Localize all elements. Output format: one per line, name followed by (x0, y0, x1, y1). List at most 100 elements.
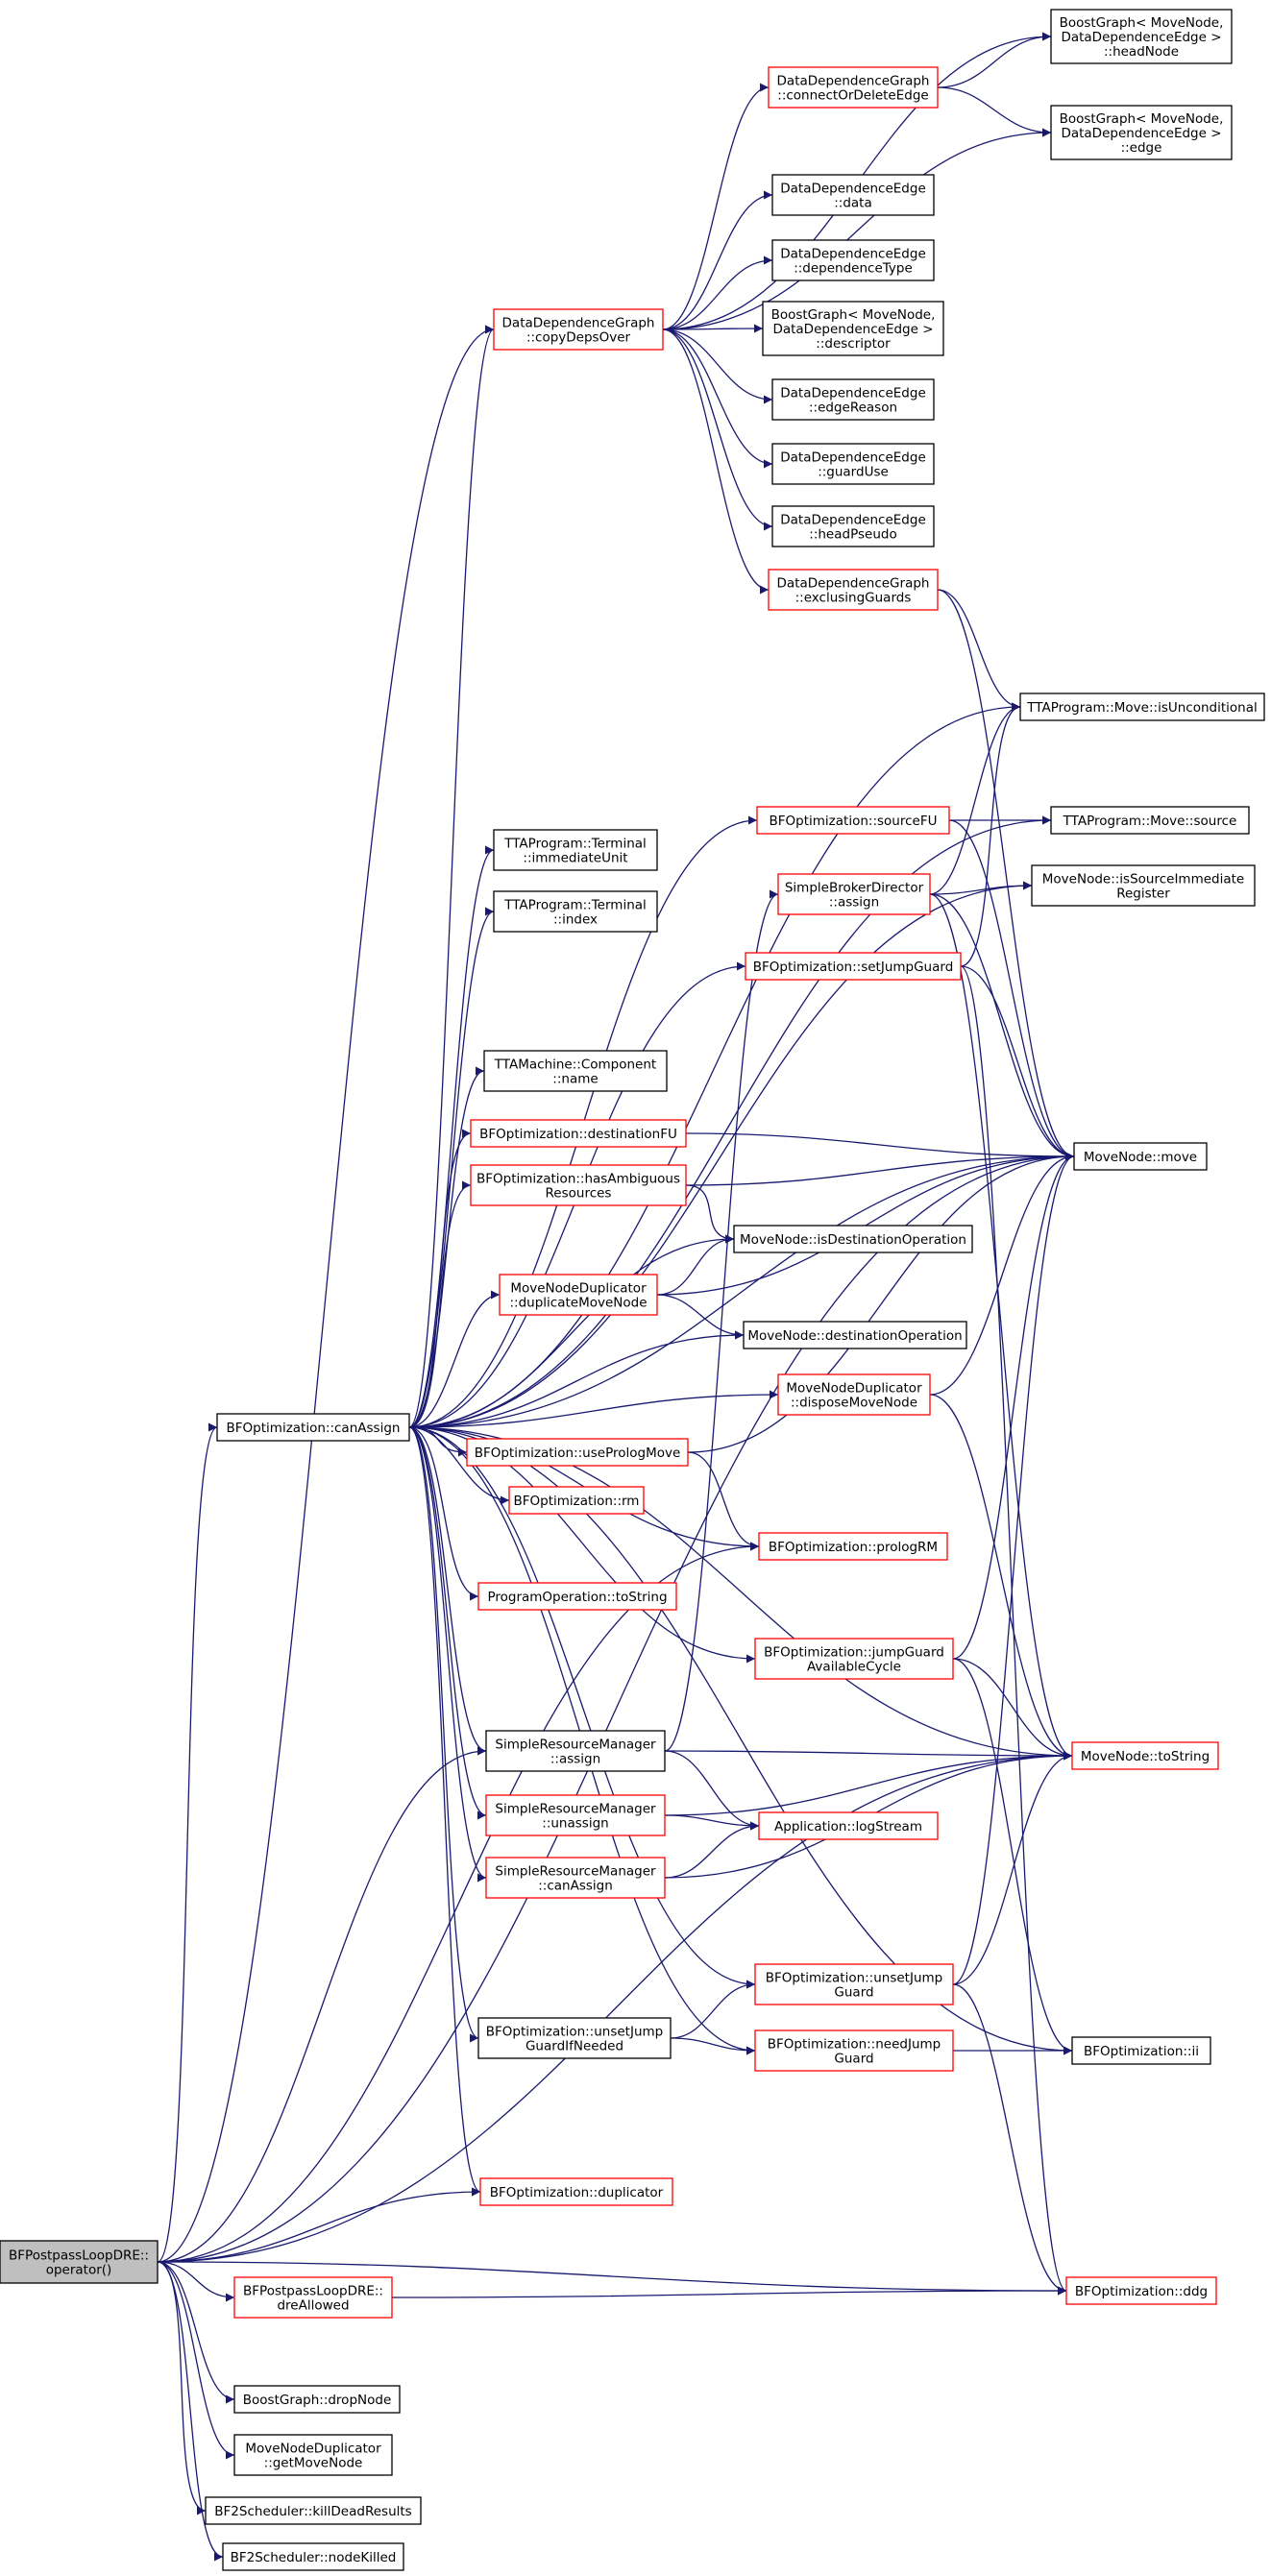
node-label-line: DataDependenceEdge (780, 247, 926, 262)
edge-root-to-copyDepsOver (157, 325, 495, 2263)
node-label-line: ::headNode (1104, 44, 1179, 60)
node-box (771, 174, 935, 216)
node-label-line: BFOptimization::setJumpGuard (753, 960, 954, 975)
node-componentName[interactable]: TTAMachine::Component::name (483, 1050, 668, 1092)
edge-canAssign-to-srmCanAssign (408, 1426, 487, 1883)
node-disposeMoveNode[interactable]: MoveNodeDuplicator::disposeMoveNode (777, 1373, 931, 1416)
node-label-line: ::assign (550, 1752, 600, 1767)
node-exclusingGuards[interactable]: DataDependenceGraph::exclusingGuards (768, 569, 939, 611)
node-headPseudo[interactable]: DataDependenceEdge::headPseudo (771, 505, 935, 547)
node-box (493, 308, 664, 351)
node-dreAllowed[interactable]: BFPostpassLoopDRE::dreAllowed (233, 2276, 393, 2319)
node-ddg[interactable]: BFOptimization::ddg (1065, 2276, 1217, 2305)
node-setJumpGuard[interactable]: BFOptimization::setJumpGuard (745, 952, 962, 981)
node-poToString[interactable]: ProgramOperation::toString (477, 1582, 677, 1611)
node-edge[interactable]: BoostGraph< MoveNode,DataDependenceEdge … (1050, 105, 1233, 160)
node-label-line: DataDependenceGraph (777, 576, 930, 592)
node-usePrologMove[interactable]: BFOptimization::usePrologMove (466, 1438, 689, 1467)
node-isUnconditional[interactable]: TTAProgram::Move::isUnconditional (1019, 693, 1265, 721)
node-label-line: Guard (834, 1985, 873, 2001)
node-label-line: TTAProgram::Terminal (503, 837, 647, 852)
node-label-line: DataDependenceEdge (780, 386, 926, 401)
edge-copyDepsOver-to-edgeReason (662, 328, 773, 404)
node-label-line: Resources (546, 1186, 612, 1202)
node-dropNode[interactable]: BoostGraph::dropNode (233, 2385, 401, 2414)
edge-canAssign-to-destOp (408, 1330, 745, 1428)
node-box (233, 2385, 401, 2414)
node-srmUnassign[interactable]: SimpleResourceManager::unassign (485, 1794, 666, 1836)
node-connectOrDeleteEdge[interactable]: DataDependenceGraph::connectOrDeleteEdge (768, 66, 939, 109)
edge-srmAssign-to-mnToString (664, 1750, 1073, 1761)
edge-unsetJumpGuard-to-mnToString (952, 1751, 1073, 1985)
node-edgeReason[interactable]: DataDependenceEdge::edgeReason (771, 378, 935, 421)
node-rm[interactable]: BFOptimization::rm (508, 1486, 645, 1515)
node-sourceFU[interactable]: BFOptimization::sourceFU (756, 806, 950, 835)
node-box (477, 2017, 672, 2059)
node-box (493, 890, 658, 933)
node-box (485, 1794, 666, 1836)
node-label-line: BF2Scheduler::killDeadResults (214, 2504, 411, 2519)
node-srmCanAssign[interactable]: SimpleResourceManager::canAssign (485, 1857, 666, 1899)
node-label-line: BoostGraph< MoveNode, (771, 307, 936, 323)
node-nodeKilled[interactable]: BF2Scheduler::nodeKilled (222, 2542, 404, 2571)
node-destinationFU[interactable]: BFOptimization::destinationFU (470, 1119, 687, 1148)
node-box (1065, 2276, 1217, 2305)
node-sbdAssign[interactable]: SimpleBrokerDirector::assign (777, 873, 931, 915)
edge-canAssign-to-isSourceImmReg (408, 881, 1033, 1428)
edge-jumpGuardAvail-to-ii (952, 1658, 1073, 2055)
node-immediateUnit[interactable]: TTAProgram::Terminal::immediateUnit (493, 829, 658, 871)
node-ii[interactable]: BFOptimization::ii (1071, 2036, 1211, 2065)
node-destOp[interactable]: MoveNode::destinationOperation (743, 1321, 967, 1349)
node-label-line: operator() (46, 2263, 112, 2278)
edge-srmAssign-to-sbdAssign (664, 889, 779, 1752)
node-isDestOp[interactable]: MoveNode::isDestinationOperation (733, 1225, 973, 1253)
node-terminalIndex[interactable]: TTAProgram::Terminal::index (493, 890, 658, 933)
node-label-line: BoostGraph< MoveNode, (1060, 15, 1224, 31)
node-mnToString[interactable]: MoveNode::toString (1071, 1741, 1219, 1770)
node-guardUse[interactable]: DataDependenceEdge::guardUse (771, 443, 935, 485)
node-label-line: ::duplicateMoveNode (509, 1296, 647, 1311)
node-label-line: BFOptimization::sourceFU (770, 814, 938, 829)
edge-canAssign-to-srmAssign (408, 1426, 487, 1756)
edge-root-to-mnToString (157, 1751, 1073, 2263)
node-descriptor[interactable]: BoostGraph< MoveNode,DataDependenceEdge … (762, 301, 944, 356)
node-mnMove[interactable]: MoveNode::move (1073, 1142, 1208, 1171)
node-killDeadResults[interactable]: BF2Scheduler::killDeadResults (205, 2496, 422, 2525)
node-srmAssign[interactable]: SimpleResourceManager::assign (485, 1730, 666, 1772)
edge-canAssign-to-disposeMoveNode (408, 1390, 779, 1428)
node-label-line: ::immediateUnit (523, 851, 627, 866)
node-dde_data[interactable]: DataDependenceEdge::data (771, 174, 935, 216)
node-label-line: TTAProgram::Move::isUnconditional (1026, 700, 1257, 716)
node-duplicateMoveNode[interactable]: MoveNodeDuplicator::duplicateMoveNode (499, 1274, 658, 1316)
node-dde_depType[interactable]: DataDependenceEdge::dependenceType (771, 239, 935, 281)
node-box (499, 1274, 658, 1316)
edge-root-to-canAssign (157, 1422, 218, 2263)
node-label-line: ::assign (829, 895, 879, 911)
node-label-line: BFOptimization::hasAmbiguous (477, 1172, 680, 1187)
node-headNode[interactable]: BoostGraph< MoveNode,DataDependenceEdge … (1050, 9, 1233, 64)
node-duplicator[interactable]: BFOptimization::duplicator (479, 2177, 673, 2206)
edge-canAssign-to-rm (408, 1426, 510, 1505)
node-getMoveNode[interactable]: MoveNodeDuplicator::getMoveNode (233, 2434, 393, 2476)
node-prologRM[interactable]: BFOptimization::prologRM (758, 1532, 948, 1561)
node-box (745, 952, 962, 981)
node-logStream[interactable]: Application::logStream (758, 1811, 939, 1840)
node-canAssign[interactable]: BFOptimization::canAssign (216, 1413, 410, 1442)
edge-root-to-duplicator (157, 2187, 481, 2263)
node-moveSource[interactable]: TTAProgram::Move::source (1050, 806, 1250, 835)
edge-copyDepsOver-to-edge (662, 128, 1052, 330)
node-root[interactable]: BFPostpassLoopDRE::operator() (0, 2240, 159, 2284)
node-copyDepsOver[interactable]: DataDependenceGraph::copyDepsOver (493, 308, 664, 351)
node-label-line: BFOptimization::rm (514, 1494, 640, 1509)
node-box (733, 1225, 973, 1253)
node-label-line: MoveNode::destinationOperation (747, 1328, 962, 1344)
edge-root-to-getMoveNode (157, 2261, 235, 2460)
edge-copyDepsOver-to-connectOrDeleteEdge (662, 83, 770, 330)
edge-usePrologMove-to-prologRM (687, 1451, 760, 1551)
